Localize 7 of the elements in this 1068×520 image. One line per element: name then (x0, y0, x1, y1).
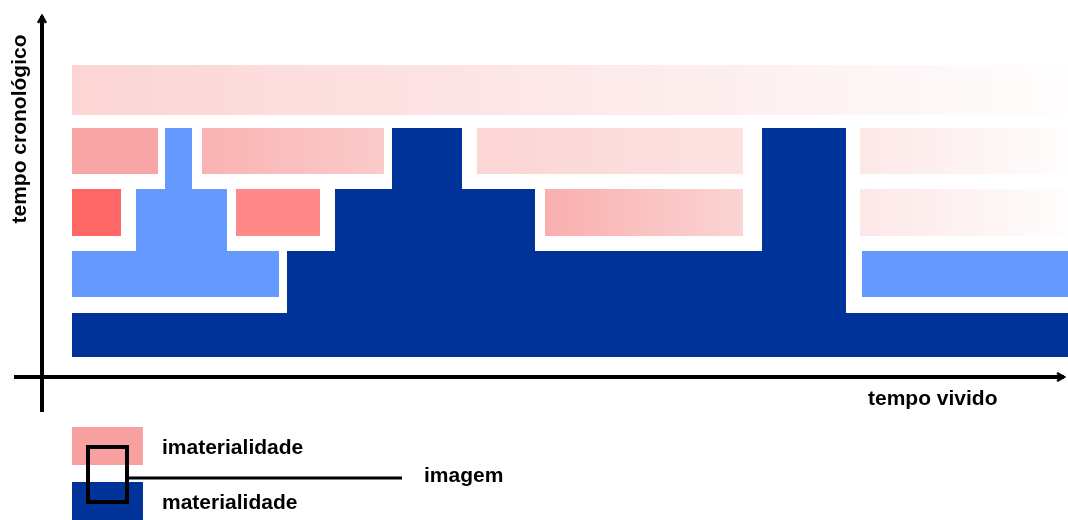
leader-line (129, 476, 402, 480)
legend-label: materialidade (162, 490, 298, 514)
axis-label: tempo cronológico (7, 33, 31, 226)
callout-label: imagem (424, 463, 504, 487)
legend-label: imaterialidade (162, 435, 304, 459)
axis-label: tempo vivido (868, 386, 998, 410)
outline-square (86, 445, 129, 504)
